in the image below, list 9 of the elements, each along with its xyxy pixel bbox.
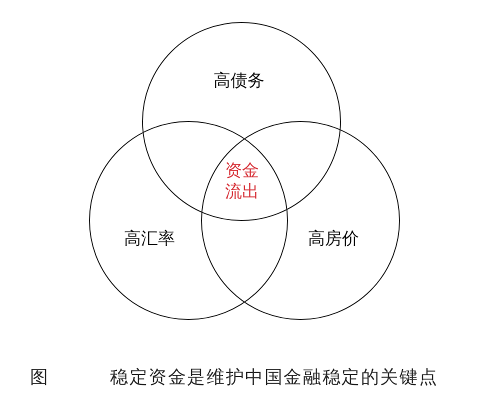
circle-label: 高债务 (214, 70, 264, 90)
figure-caption: 稳定资金是维护中国金融稳定的关键点 (110, 367, 438, 389)
figure-number: 图 (30, 367, 48, 389)
intersection-label: 资金流出 (224, 161, 260, 203)
venn-circle (88, 120, 288, 320)
venn-circle (142, 22, 340, 220)
venn-circle (200, 120, 400, 320)
circle-label: 高房价 (308, 228, 359, 248)
circle-label: 高汇率 (124, 228, 175, 248)
